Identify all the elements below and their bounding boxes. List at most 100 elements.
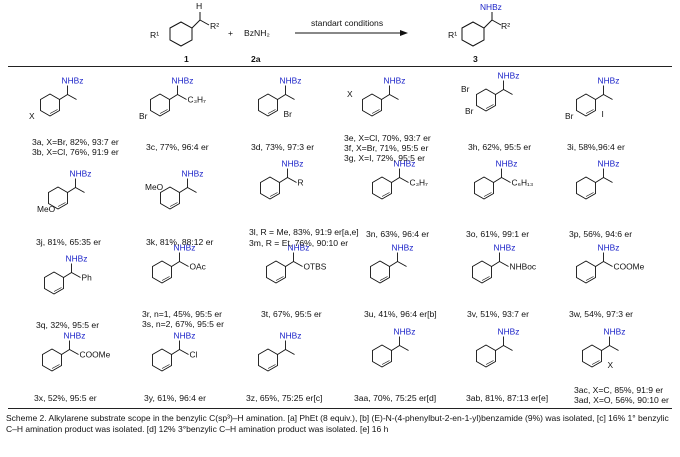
entry-3ad: 3ad, X=O, 56%, 90:10 er xyxy=(574,395,669,405)
entry-3m: 3m, R = Et, 76%, 90:10 er xyxy=(249,238,349,248)
product-r1-label: R¹ xyxy=(448,30,458,40)
3e-benzylic-bond xyxy=(381,94,390,100)
3c-nhbz-label: NHBz xyxy=(172,76,194,86)
reagent-formula: BzNH₂ xyxy=(244,28,270,38)
entry-3v: 3v, 51%, 93:7 er xyxy=(467,309,529,319)
entry-3ac: 3ac, X=C, 85%, 91:9 er xyxy=(574,385,664,395)
3j-ring-bond xyxy=(57,202,66,207)
3p-ring-bond xyxy=(585,192,594,197)
entry-3x: 3x, 52%, 95:5 er xyxy=(34,393,97,403)
3z-benzene-ring xyxy=(258,348,278,372)
3ac-benzylic-bond xyxy=(601,345,610,351)
entry-3b: 3b, X=Cl, 76%, 91:9 er xyxy=(32,147,119,157)
3z-chain-bond xyxy=(285,349,295,355)
3n-benzylic-bond xyxy=(391,177,400,183)
3aa-benzene-ring xyxy=(372,344,392,368)
3i-benzene-ring xyxy=(576,93,596,117)
3e-meta-substituent: X xyxy=(347,89,353,99)
3i-para-substituent: Br xyxy=(565,111,574,121)
3u-nhbz-label: NHBz xyxy=(392,243,414,253)
product-r2-label: R² xyxy=(501,21,511,31)
3w-benzene-ring xyxy=(576,260,596,284)
3i-ring-bond xyxy=(585,109,594,114)
3h-ring-bond xyxy=(485,104,494,109)
3k-benzylic-bond xyxy=(179,187,188,193)
3aa-nhbz-label: NHBz xyxy=(394,327,416,337)
3p-chain-bond xyxy=(603,177,613,183)
3u-chain-bond xyxy=(397,261,407,267)
substrate-r1-label: R¹ xyxy=(150,30,160,40)
3a-para-substituent: X xyxy=(29,111,35,121)
3k-benzene-ring xyxy=(160,186,180,210)
entry-3g: 3g, X=I, 72%, 95:5 er xyxy=(344,153,425,163)
entry-3t: 3t, 67%, 95:5 er xyxy=(261,309,322,319)
3x-chain-bond xyxy=(69,349,79,355)
3t-benzene-ring xyxy=(266,260,286,284)
3r-benzylic-bond xyxy=(171,261,180,267)
entry-3j: 3j, 81%, 65:35 er xyxy=(36,237,101,247)
3w-nhbz-label: NHBz xyxy=(598,243,620,253)
3q-ring-bond xyxy=(53,287,62,292)
3x-chain-label: COOMe xyxy=(80,350,111,360)
3x-ring-bond xyxy=(51,364,60,369)
3v-chain-label: NHBoc xyxy=(510,262,537,272)
3a-benzene-ring xyxy=(40,93,60,117)
plus-sign: + xyxy=(228,28,234,38)
product-number: 3 xyxy=(473,54,478,64)
3n-nhbz-label: NHBz xyxy=(394,159,416,169)
3n-chain-bond xyxy=(399,177,409,183)
top-rule xyxy=(8,66,672,67)
3x-nhbz-label: NHBz xyxy=(64,331,86,341)
3e-chain-bond xyxy=(389,94,399,100)
bottom-rule xyxy=(8,408,672,409)
entry-3k: 3k, 81%, 88:12 er xyxy=(146,237,214,247)
3o-chain-label: C₆H₁₃ xyxy=(512,178,534,188)
3d-benzene-ring xyxy=(258,93,278,117)
3d-benzylic-bond xyxy=(277,94,286,100)
3u-ring-bond xyxy=(379,276,388,281)
3j-chain-bond xyxy=(75,187,85,193)
3ab-nhbz-label: NHBz xyxy=(498,327,520,337)
3aa-benzylic-bond xyxy=(391,345,400,351)
3z-ring-bond xyxy=(267,364,276,369)
entry-3f: 3f, X=Br, 71%, 95:5 er xyxy=(344,143,429,153)
3k-chain-bond xyxy=(187,187,197,193)
3n-chain-label: C₃H₇ xyxy=(410,178,429,188)
3c-para-substituent: Br xyxy=(139,111,148,121)
entry-3p: 3p, 56%, 94:6 er xyxy=(569,229,633,239)
3t-chain-label: OTBS xyxy=(304,262,327,272)
3k-ring-bond xyxy=(169,202,178,207)
3r-chain-bond xyxy=(179,261,189,267)
3y-benzene-ring xyxy=(152,348,172,372)
3t-benzylic-bond xyxy=(285,261,294,267)
3t-chain-bond xyxy=(293,261,303,267)
3w-ring-bond xyxy=(585,276,594,281)
3k-meta-substituent: MeO xyxy=(145,182,164,192)
entry-3c: 3c, 77%, 96:4 er xyxy=(146,142,209,152)
entry-3u: 3u, 41%, 96:4 er[b] xyxy=(364,309,437,319)
3h-chain-bond xyxy=(503,89,513,95)
3r-chain-label: OAc xyxy=(190,262,206,272)
substrate-r2-label: R² xyxy=(210,21,220,31)
3i-benzylic-bond xyxy=(595,94,604,100)
reagent-number: 2a xyxy=(251,54,261,64)
3l-benzylic-bond xyxy=(279,177,288,183)
3k-nhbz-label: NHBz xyxy=(182,169,204,179)
3i-ortho-substituent: I xyxy=(602,109,604,119)
3r-ring-bond xyxy=(161,276,170,281)
entry-3d: 3d, 73%, 97:3 er xyxy=(251,142,315,152)
3z-nhbz-label: NHBz xyxy=(280,331,302,341)
3h-para-substituent: Br xyxy=(465,106,474,116)
3y-ring-bond xyxy=(161,364,170,369)
3aa-chain-bond xyxy=(399,345,409,351)
3l-chain-bond xyxy=(287,177,297,183)
3y-chain-bond xyxy=(179,349,189,355)
reaction-scheme xyxy=(169,12,502,47)
3ab-benzene-ring xyxy=(476,344,496,368)
3h-benzylic-bond xyxy=(495,89,504,95)
3v-benzene-ring xyxy=(472,260,492,284)
3v-ring-bond xyxy=(481,276,490,281)
3d-chain-bond xyxy=(285,94,295,100)
3y-nhbz-label: NHBz xyxy=(174,331,196,341)
3a-chain-bond xyxy=(67,94,77,100)
